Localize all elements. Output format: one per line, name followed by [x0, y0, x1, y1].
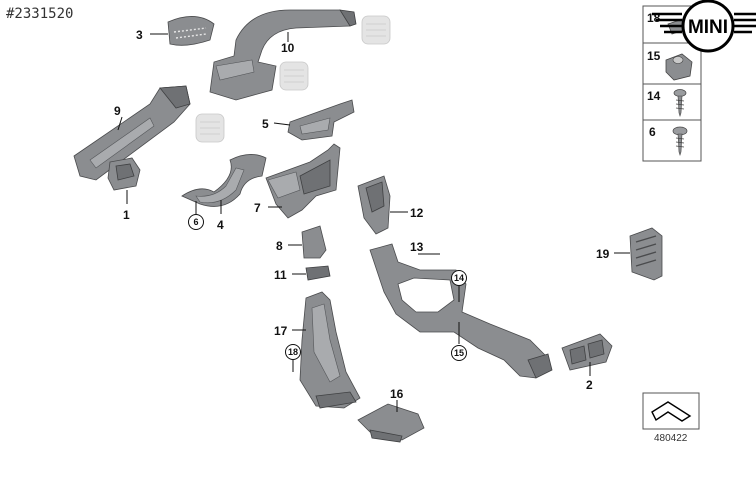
callout-5: 5 [262, 117, 269, 131]
callout-8: 8 [276, 239, 283, 253]
part-5-bracket[interactable] [287, 99, 355, 141]
part-13-loop-duct[interactable] [369, 243, 553, 379]
circled-callout-6-label: 6 [193, 217, 198, 227]
callout-13: 13 [410, 240, 424, 254]
brand-logo-text: MINI [688, 17, 728, 38]
leader-9 [117, 116, 123, 131]
part-1-small-vent[interactable] [107, 157, 141, 191]
fastener-row-15-label: 15 [647, 49, 661, 63]
circled-callout-14 [451, 270, 467, 286]
part-4-curved-duct[interactable] [181, 154, 267, 207]
ghost-vent-top [361, 15, 391, 45]
callout-4: 4 [217, 218, 224, 232]
callout-3: 3 [136, 28, 143, 42]
ghost-vent-left [195, 113, 225, 143]
drawing-code: 480422 [654, 433, 688, 444]
part-10-upper-duct[interactable] [209, 9, 357, 101]
circled-callout-18 [285, 344, 301, 360]
circled-callout-15 [451, 345, 467, 361]
document-id: #2331520 [6, 6, 74, 22]
ghost-vent-mid [279, 61, 309, 91]
screw-icon [672, 126, 688, 156]
callout-1: 1 [123, 208, 130, 222]
callout-11: 11 [274, 268, 287, 282]
part-19-round-vent[interactable] [629, 227, 663, 281]
brand-logo: MINI [652, 0, 756, 53]
part-9-side-duct[interactable] [73, 85, 191, 181]
circled-callout-6 [188, 214, 204, 230]
callout-9: 9 [114, 104, 121, 118]
circled-callout-18-label: 18 [288, 347, 298, 357]
callout-7: 7 [254, 201, 261, 215]
fastener-row-6[interactable]: 6 [649, 125, 688, 156]
callout-2: 2 [586, 378, 593, 392]
part-16-bottom-piece[interactable] [357, 403, 425, 443]
leader-5 [273, 122, 291, 126]
part-2-vent-switch[interactable] [561, 333, 613, 371]
callout-17: 17 [274, 324, 288, 338]
fastener-row-6-label: 6 [649, 125, 656, 139]
part-3-vent-grille[interactable] [167, 16, 215, 46]
fastener-row-14[interactable]: 14 [647, 89, 687, 117]
fastener-row-15[interactable]: 15 [647, 49, 693, 81]
screw-icon [673, 89, 687, 117]
square-nut-icon [665, 53, 693, 81]
callout-10: 10 [281, 41, 295, 55]
callout-19: 19 [596, 247, 610, 261]
part-11-pad[interactable] [305, 265, 331, 281]
circled-callout-14-label: 14 [454, 273, 464, 283]
part-8-small-block[interactable] [301, 225, 327, 259]
fastener-row-14-label: 14 [647, 89, 661, 103]
part-17-floor-duct[interactable] [299, 291, 361, 409]
part-12-duct-elbow[interactable] [357, 175, 391, 235]
part-7-center-bracket[interactable] [265, 143, 341, 219]
reference-icon [642, 392, 700, 430]
circled-callout-15-label: 15 [454, 348, 464, 358]
callout-16: 16 [390, 387, 404, 401]
callout-12: 12 [410, 206, 424, 220]
